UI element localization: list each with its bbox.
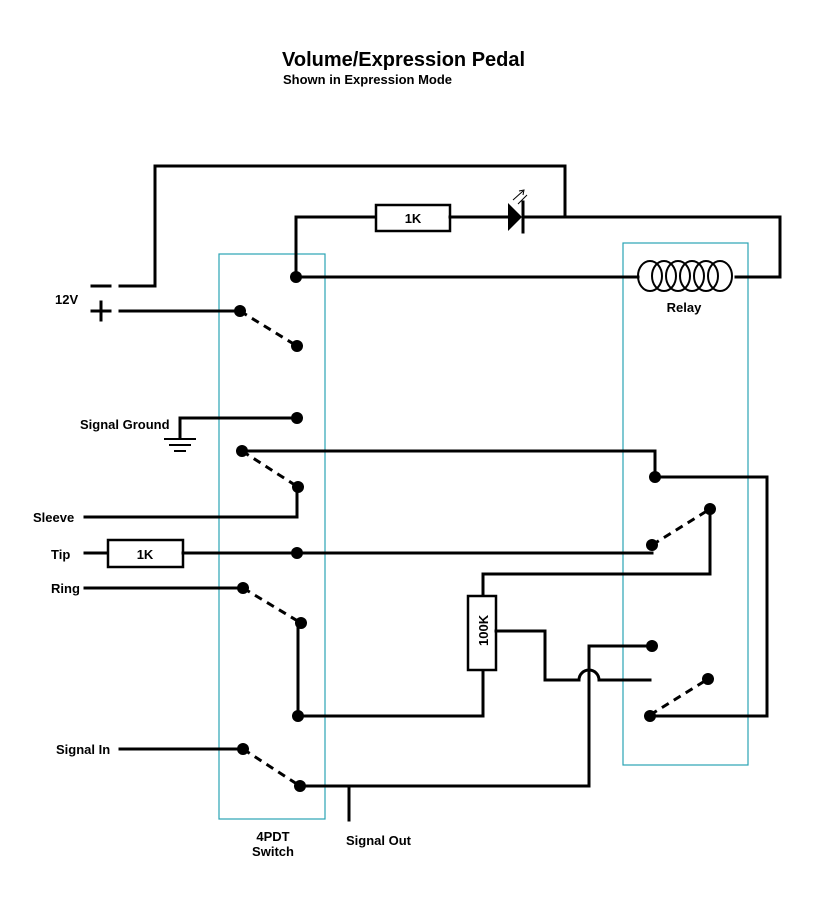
- page-subtitle: Shown in Expression Mode: [283, 72, 452, 87]
- pot-wiper-wire: [494, 629, 581, 682]
- relay-2-common: [702, 673, 714, 685]
- relay-outline: [622, 242, 749, 766]
- tip-resistor-value: 1K: [137, 547, 154, 562]
- led-light-arrow-1: [512, 190, 524, 201]
- switch-pole-4-lever: [242, 747, 301, 788]
- relay-2-lever: [649, 677, 709, 717]
- signal-ground-wire: [178, 416, 299, 440]
- led-resistor-value: 1K: [405, 211, 422, 226]
- relay-label: Relay: [667, 300, 702, 315]
- switch-2-common: [236, 445, 248, 457]
- switch-1-common: [234, 305, 246, 317]
- signal-in-label: Signal In: [56, 742, 110, 757]
- switch-4-throw: [294, 780, 306, 792]
- relay-1-throw-b: [646, 539, 658, 551]
- signal-ground-label: Signal Ground: [80, 417, 170, 432]
- switch-3-common: [237, 582, 249, 594]
- led-diode-icon: [508, 203, 522, 231]
- signal-out-label: Signal Out: [346, 833, 412, 848]
- switch-2-throw-a: [291, 412, 303, 424]
- switch-outline: [218, 253, 326, 820]
- switch-1-throw-b: [291, 340, 303, 352]
- led-arrowhead-1: [518, 189, 525, 196]
- switch-pole-2-lever: [241, 449, 299, 489]
- switch-label-line2: Switch: [252, 844, 294, 859]
- switch-1-throw-a: [290, 271, 302, 283]
- pole-3-to-pot-wire: [296, 621, 485, 718]
- led-light-arrow-2: [517, 194, 528, 205]
- relay-2-to-output-wire: [295, 644, 654, 788]
- relay-2-throw-a: [646, 640, 658, 652]
- relay-2-throw-b: [644, 710, 656, 722]
- ground-icon: [164, 438, 196, 452]
- led-resistor: [374, 203, 452, 233]
- pot-value: 100K: [476, 614, 491, 646]
- sleeve-label: Sleeve: [33, 510, 74, 525]
- relay-coil-return-wire: [734, 215, 782, 279]
- switch-pole-3-lever: [242, 586, 302, 625]
- supply-label: 12V: [55, 292, 78, 307]
- negative-supply-wire: [118, 164, 567, 288]
- relay-1-to-pot-wire: [481, 507, 712, 598]
- switch-4-common: [237, 743, 249, 755]
- ring-label: Ring: [51, 581, 80, 596]
- tip-label: Tip: [51, 547, 70, 562]
- potentiometer: [466, 594, 498, 672]
- relay-coil-icon: [637, 260, 733, 292]
- switch-tip-node: [291, 547, 303, 559]
- relay-right-return-wire: [648, 475, 769, 718]
- switch-label-line1: 4PDT: [256, 829, 289, 844]
- relay-1-lever: [651, 507, 711, 547]
- sleeve-wire: [83, 485, 299, 519]
- tip-resistor: [106, 538, 185, 569]
- switch-3-throw-b: [292, 710, 304, 722]
- led-feed-wire: [294, 215, 378, 279]
- switch-pole-1-lever: [239, 309, 298, 348]
- page-title: Volume/Expression Pedal: [282, 49, 525, 71]
